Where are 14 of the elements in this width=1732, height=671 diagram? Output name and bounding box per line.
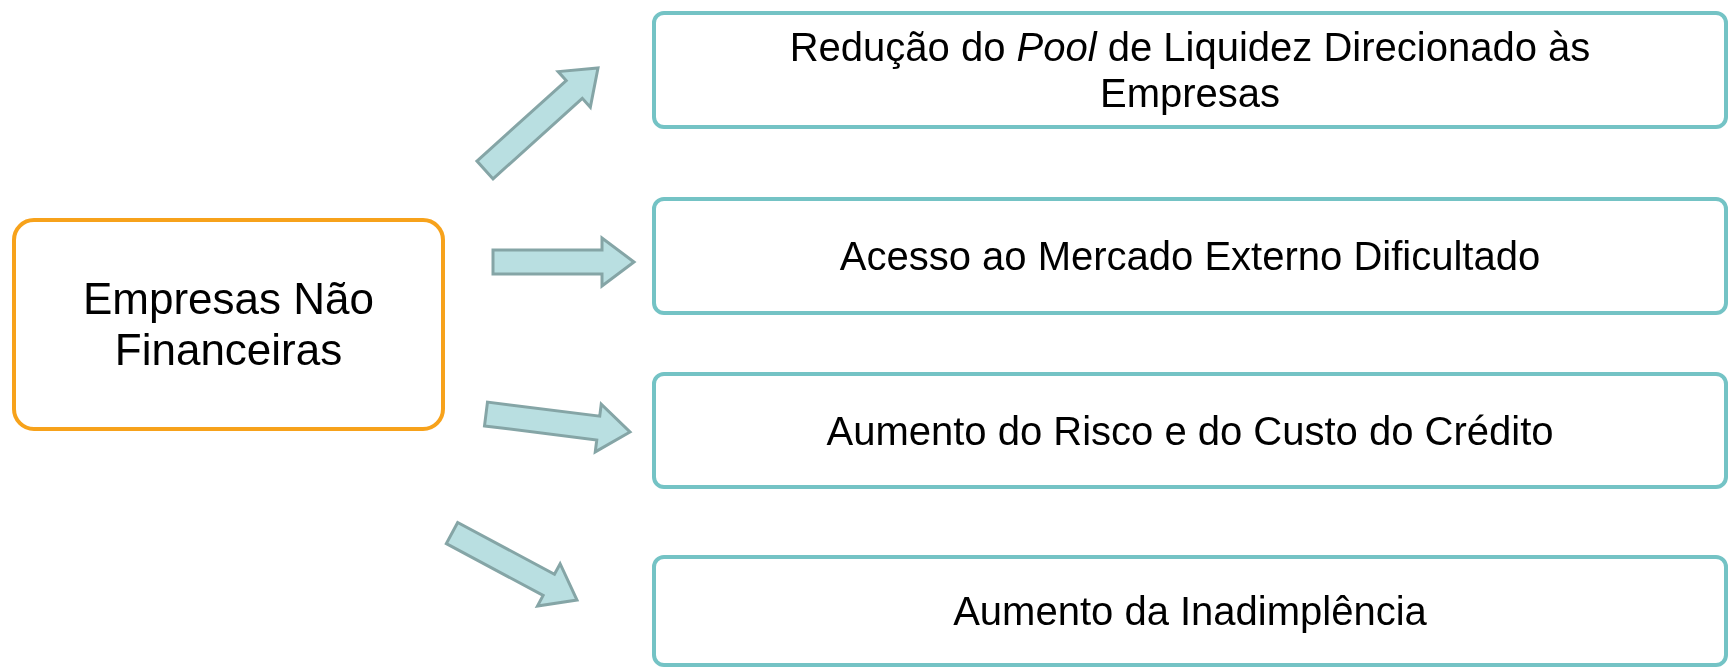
block-arrow [444,520,580,608]
effect-box [652,372,1728,489]
effect-box [652,197,1728,315]
effect-box [652,11,1728,129]
source-box [12,218,445,431]
block-arrow [491,235,637,289]
block-arrow [474,66,600,182]
box-text: Aumento da Inadimplência [953,588,1427,634]
box-text: Acesso ao Mercado Externo Dificultado [839,233,1541,279]
block-arrow [482,400,633,455]
box-text: Redução do Pool de Liquidez Direcionado às Empresas [788,24,1592,116]
effect-box [652,555,1728,667]
box-text: Aumento do Risco e do Custo do Crédito [826,407,1554,454]
box-text: Empresas Não Financeiras [82,273,375,376]
